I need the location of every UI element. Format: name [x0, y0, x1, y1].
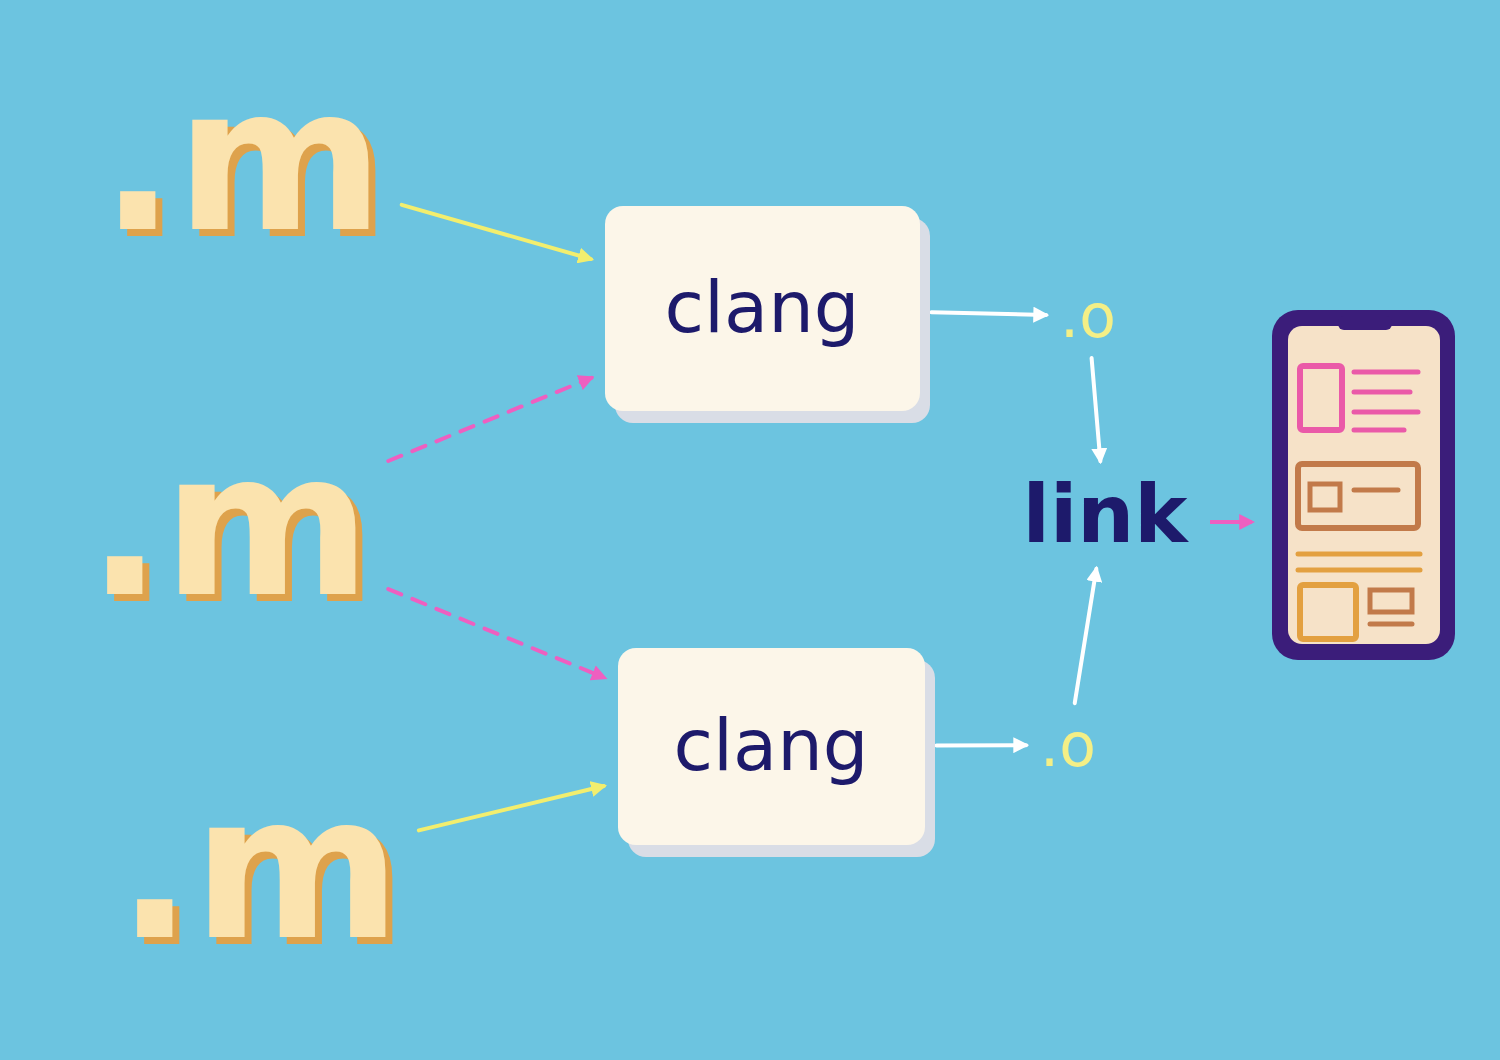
flow-arrow: [1092, 358, 1101, 461]
flow-arrow: [419, 786, 604, 830]
object-file: .o: [1040, 715, 1096, 775]
source-file: .m: [117, 768, 407, 968]
flow-arrow: [402, 205, 591, 259]
linker-step: link: [1023, 475, 1188, 555]
node-label: .m: [117, 768, 401, 968]
source-file: .m: [87, 425, 377, 625]
link-output-arrow: [1210, 520, 1252, 524]
node-label: .m: [100, 60, 384, 260]
flow-arrow: [1075, 569, 1097, 703]
node-label: .m: [87, 425, 371, 625]
flow-arrow: [937, 743, 1027, 747]
phone-icon: [1272, 310, 1455, 660]
flow-arrow: [388, 378, 591, 461]
compiler-box: clang: [605, 206, 920, 411]
compiler-box: clang: [618, 648, 925, 845]
object-file: .o: [1060, 286, 1116, 346]
node-label: clang: [673, 706, 868, 785]
flow-arrow: [388, 589, 604, 678]
node-label: clang: [664, 268, 859, 347]
flow-arrow: [931, 312, 1046, 315]
node-label: link: [1023, 475, 1188, 555]
source-file: .m: [100, 60, 390, 260]
node-label: .o: [1060, 286, 1116, 346]
node-label: .o: [1040, 715, 1096, 775]
